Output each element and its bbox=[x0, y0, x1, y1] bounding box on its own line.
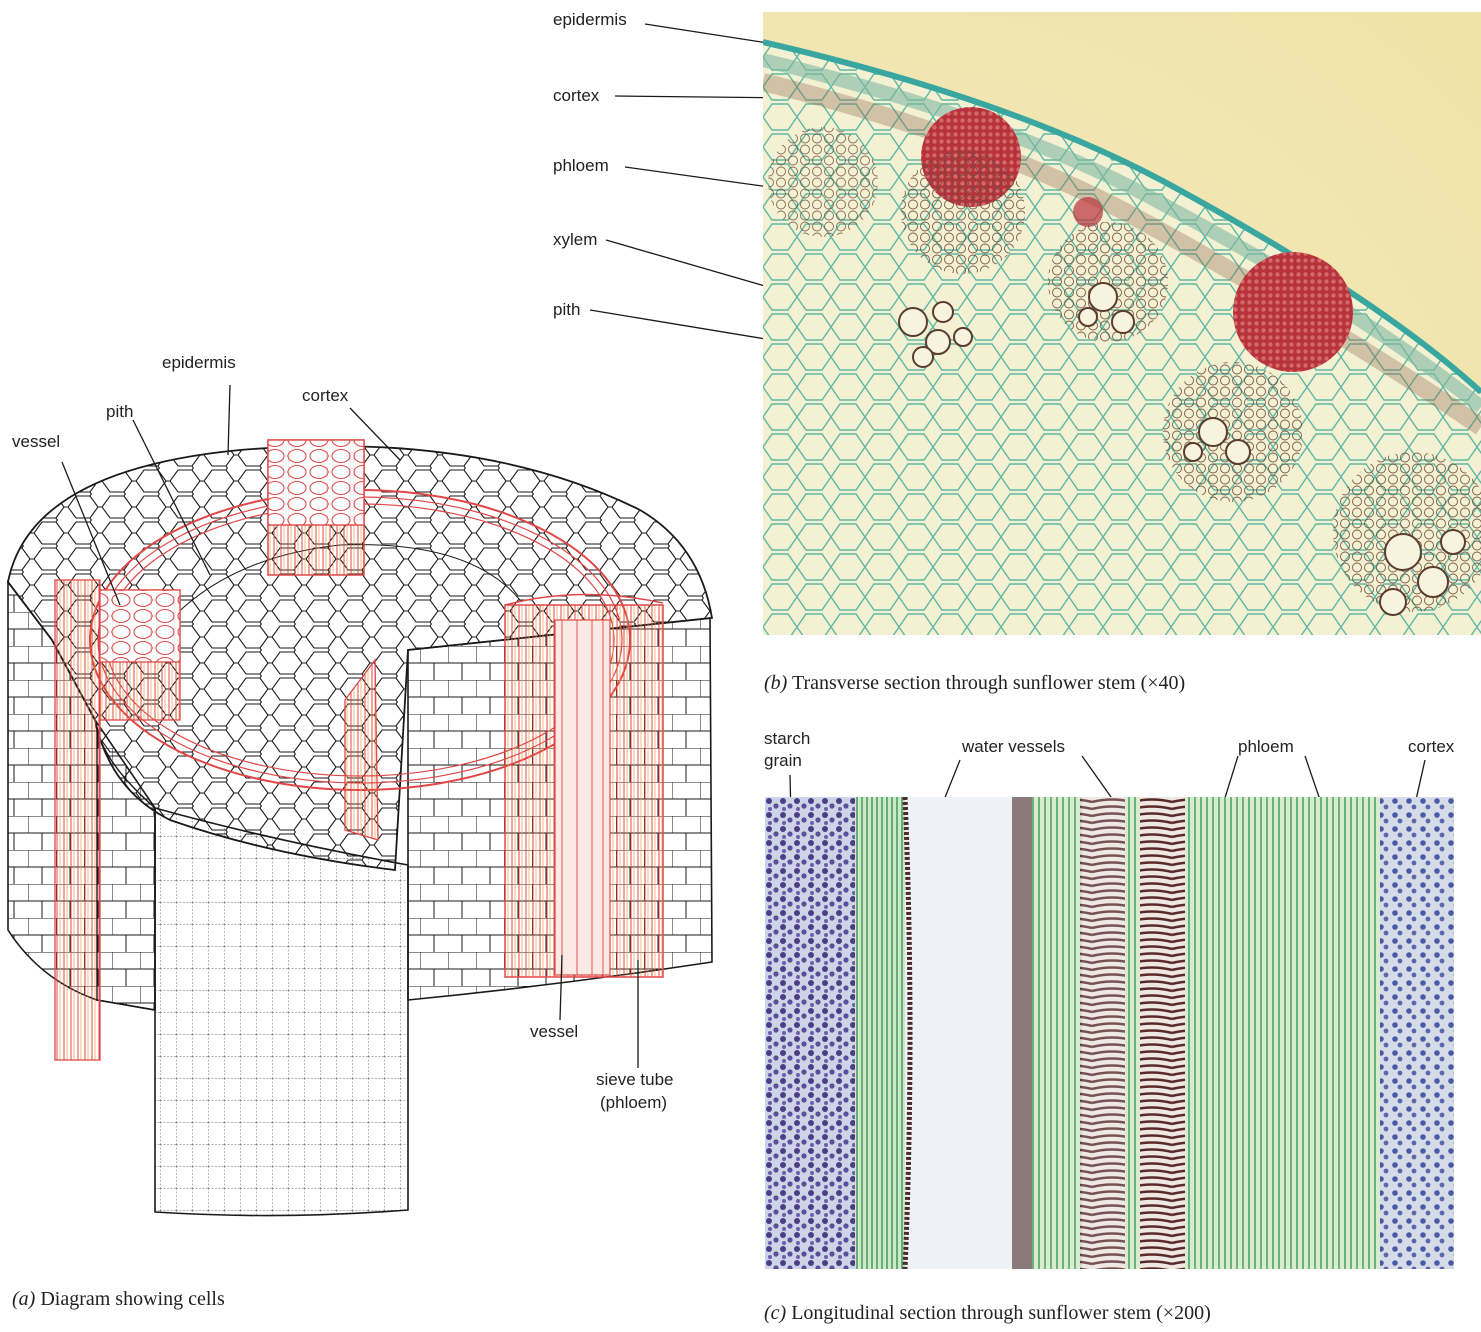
label-pith-a: pith bbox=[106, 402, 133, 422]
caption-b-letter: (b) bbox=[764, 672, 787, 694]
longitudinal-section-left-micrograph bbox=[765, 797, 1012, 1269]
vascular-bundle-left bbox=[55, 580, 100, 1060]
caption-a: (a) Diagram showing cells bbox=[12, 1288, 225, 1311]
caption-c-text: Longitudinal section through sunflower s… bbox=[791, 1302, 1211, 1324]
label-pith-b: pith bbox=[553, 300, 580, 320]
label-cortex-a: cortex bbox=[302, 386, 348, 406]
cylinder-cut-face bbox=[155, 808, 408, 1216]
label-sieve-tube-a: sieve tube bbox=[596, 1070, 674, 1090]
label-cortex-c: cortex bbox=[1408, 737, 1454, 757]
phloem-cap-2 bbox=[1233, 252, 1353, 372]
longitudinal-section-right-micrograph bbox=[1012, 797, 1454, 1269]
caption-c: (c) Longitudinal section through sunflow… bbox=[764, 1302, 1211, 1325]
label-cortex-b: cortex bbox=[553, 86, 599, 106]
label-starch-c: starch bbox=[764, 729, 810, 749]
label-vessel-left-a: vessel bbox=[12, 432, 60, 452]
caption-a-text: Diagram showing cells bbox=[40, 1288, 224, 1310]
label-sieve-tube-phloem-a: (phloem) bbox=[600, 1093, 667, 1113]
label-epidermis-a: epidermis bbox=[162, 353, 236, 373]
caption-b-text: Transverse section through sunflower ste… bbox=[792, 672, 1185, 694]
caption-c-letter: (c) bbox=[764, 1302, 786, 1324]
caption-a-letter: (a) bbox=[12, 1288, 35, 1310]
transverse-section-micrograph bbox=[763, 12, 1481, 635]
caption-b: (b) Transverse section through sunflower… bbox=[764, 672, 1185, 695]
label-water-vessels-c: water vessels bbox=[962, 737, 1065, 757]
label-phloem-b: phloem bbox=[553, 156, 609, 176]
leader-epidermis-a bbox=[228, 385, 230, 455]
label-phloem-c: phloem bbox=[1238, 737, 1294, 757]
label-epidermis-b: epidermis bbox=[553, 10, 627, 30]
label-vessel-bottom-a: vessel bbox=[530, 1022, 578, 1042]
label-xylem-b: xylem bbox=[553, 230, 597, 250]
label-grain-c: grain bbox=[764, 751, 802, 771]
